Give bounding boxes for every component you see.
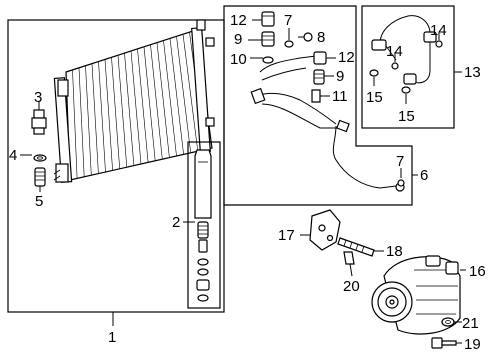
callout-9b: 9 (336, 68, 344, 85)
callout-2: 2 (172, 214, 180, 231)
condenser-fin (130, 50, 142, 165)
oring-8 (298, 32, 313, 42)
callout-21: 21 (462, 315, 479, 332)
seal-10 (250, 56, 274, 64)
callout-9a: 9 (234, 31, 242, 48)
valve-9-top (248, 31, 275, 47)
seal-15-b (401, 86, 411, 104)
callout-16: 16 (469, 263, 486, 280)
hose-assembly-box (223, 5, 413, 206)
oring-7-right (397, 168, 405, 187)
seal-15-a (369, 69, 379, 86)
seal-14-b (435, 32, 443, 48)
fitting-11 (311, 89, 330, 103)
callout-15a: 15 (366, 89, 383, 106)
receiver-drier-2 (183, 149, 212, 302)
callout-19: 19 (464, 336, 481, 353)
callout-20: 20 (343, 278, 360, 295)
condenser-core (53, 19, 215, 183)
condenser-fin (72, 69, 78, 179)
callout-13: 13 (464, 64, 481, 81)
condenser-fin (78, 67, 85, 177)
condenser-fin (91, 63, 99, 174)
callout-3: 3 (34, 89, 42, 106)
callout-4: 4 (9, 147, 17, 164)
cap-12-right (313, 51, 336, 65)
condenser-fin (137, 48, 149, 163)
callout-14b: 14 (430, 22, 447, 39)
condenser-fin (169, 38, 184, 155)
condenser-fin (156, 42, 170, 158)
callout-14a: 14 (386, 43, 403, 60)
plug-5 (34, 167, 46, 192)
condenser-fin (104, 59, 113, 171)
callout-6: 6 (420, 167, 428, 184)
seal-14-a (391, 52, 399, 70)
suction-hose-13 (371, 15, 437, 85)
valve-9-right (313, 69, 334, 85)
callout-1: 1 (108, 329, 116, 346)
drier-kit-box (187, 141, 221, 309)
condenser-fin (117, 55, 128, 168)
callout-10: 10 (230, 51, 247, 68)
cap-12-top (252, 11, 275, 27)
ac-hose-6 (250, 55, 405, 192)
callout-12a: 12 (230, 12, 247, 29)
callout-15b: 15 (398, 108, 415, 125)
callout-7a: 7 (284, 12, 292, 29)
bolt-19 (431, 337, 462, 349)
stud-18 (337, 237, 384, 257)
compressor-16 (371, 255, 466, 335)
callout-18: 18 (386, 243, 403, 260)
condenser-fin (143, 46, 156, 161)
oring-7-top (284, 28, 294, 48)
bracket-17 (300, 209, 341, 251)
pressure-switch-3 (31, 102, 47, 135)
washer-21 (441, 317, 462, 327)
condenser-fin (124, 53, 135, 166)
seal-4 (20, 154, 47, 162)
callout-8: 8 (317, 29, 325, 46)
condenser-fin (85, 65, 92, 176)
condenser-fin (176, 36, 191, 153)
bolt-20 (343, 251, 355, 277)
callout-5: 5 (35, 193, 43, 210)
callout-7b: 7 (396, 153, 404, 170)
condenser-fin (111, 57, 120, 169)
callout-11: 11 (332, 88, 348, 105)
condenser-fin (98, 61, 106, 173)
suction-line-box (361, 5, 455, 129)
callout-17: 17 (278, 227, 295, 244)
callout-12b: 12 (338, 49, 355, 66)
condenser-fin (150, 44, 163, 160)
condenser-fin (163, 40, 177, 157)
condenser-fin (182, 34, 199, 152)
